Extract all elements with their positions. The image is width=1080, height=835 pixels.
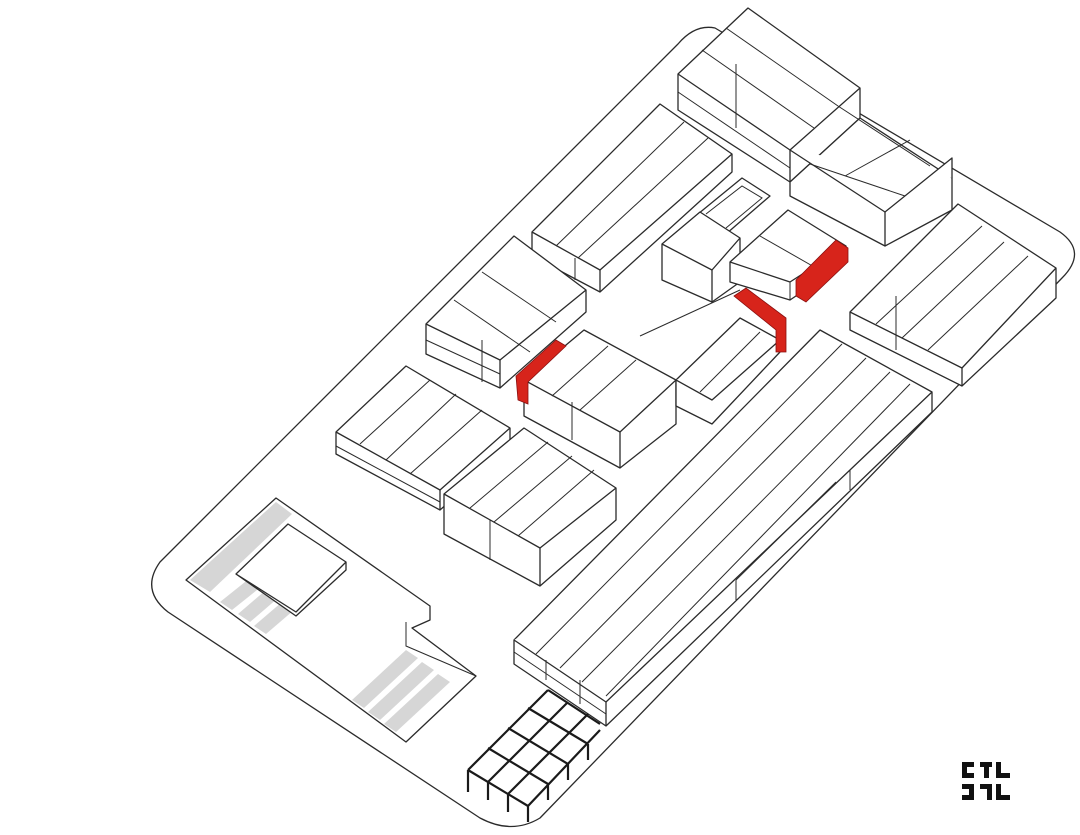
studio-logo-icon — [962, 762, 1010, 800]
plaza-pavilion — [185, 497, 477, 743]
studio-logo — [960, 760, 1012, 802]
building-block-right — [849, 203, 1057, 387]
building-block-top-right — [677, 7, 953, 247]
building-block-left-middle — [425, 235, 587, 389]
building-block-upper-middle — [531, 103, 733, 293]
building-long-diagonal — [513, 329, 933, 727]
accent-element-2 — [733, 287, 787, 353]
building-block-center-lower — [523, 289, 781, 469]
central-tower — [661, 211, 741, 303]
building-block-left — [335, 365, 617, 587]
accent-element-1 — [795, 239, 849, 303]
accent-element-3 — [515, 339, 567, 405]
pergola-structure — [466, 689, 601, 822]
